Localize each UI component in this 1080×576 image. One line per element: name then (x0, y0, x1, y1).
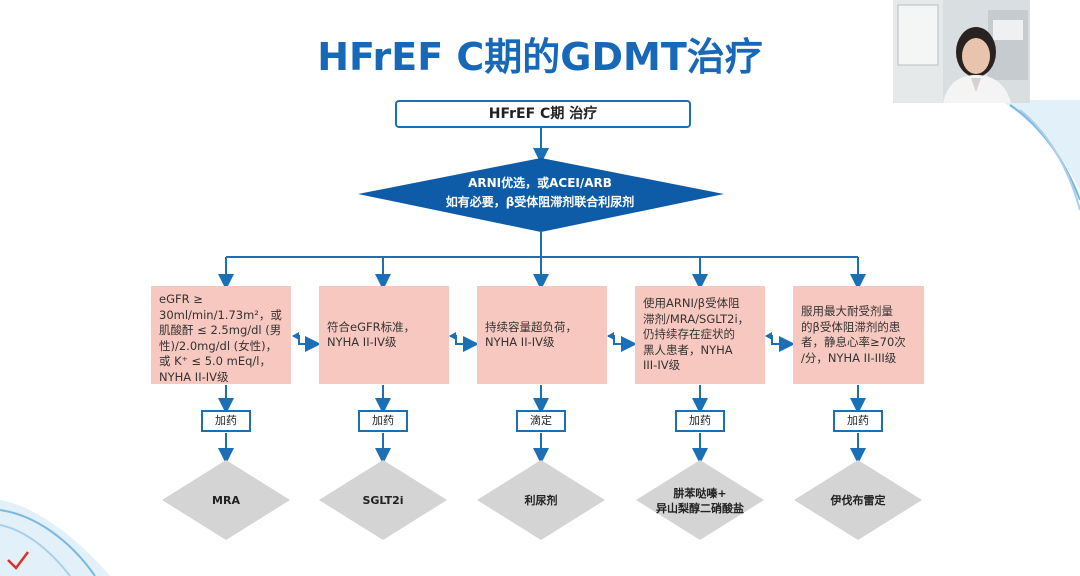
action-box-4: 加药 (675, 410, 725, 432)
drug-diamond-3 (477, 460, 605, 540)
drug-label-2: SGLT2i (323, 493, 443, 508)
down-arrows (218, 385, 866, 464)
condition-5-line-1: 服用最大耐受剂量 (801, 304, 893, 318)
drug-label-3: 利尿剂 (481, 493, 601, 508)
condition-4-line-3: 仍持续存在症状的 (643, 327, 735, 342)
drug-diamond-5 (794, 460, 922, 540)
condition-4-line-4: 黑人患者，NYHA (643, 342, 733, 357)
drug-label-1: MRA (166, 493, 286, 508)
condition-2-line-2: NYHA II-IV级 (327, 335, 397, 349)
condition-5-line-2: 的β受体阻滞剂的患 (801, 319, 901, 334)
top-box: HFrEF C期 治疗 (395, 100, 691, 128)
condition-box-1: eGFR ≥ 30ml/min/1.73m²，或 肌酸酐 ≤ 2.5mg/dl … (151, 286, 291, 384)
condition-1-line-2: 30ml/min/1.73m²，或 (159, 307, 282, 322)
condition-5-line-4: /分，NYHA II-III级 (801, 350, 897, 365)
drug-4-line-2: 异山梨醇二硝酸盐 (656, 502, 744, 515)
condition-box-2: 符合eGFR标准， NYHA II-IV级 (319, 286, 449, 384)
branch-arrows (218, 257, 866, 290)
condition-2-line-1: 符合eGFR标准， (327, 319, 416, 334)
condition-5-line-3: 者，静息心率≥70次 (801, 335, 906, 349)
condition-1-line-4: 性)/2.0mg/dl (女性)， (159, 338, 278, 353)
condition-box-5: 服用最大耐受剂量 的β受体阻滞剂的患 者，静息心率≥70次 /分，NYHA II… (793, 286, 924, 384)
webcam-feed (893, 0, 1030, 103)
condition-1-line-3: 肌酸酐 ≤ 2.5mg/dl (男 (159, 323, 282, 337)
condition-4-line-1: 使用ARNI/β受体阻 (643, 296, 740, 311)
backward-arrow-heads (292, 332, 772, 340)
drug-diamond-4 (636, 460, 764, 540)
decision-line-2: 如有必要，β受体阻滞剂联合利尿剂 (445, 195, 635, 209)
condition-1-line-6: NYHA II-IV级 (159, 369, 229, 384)
condition-box-4: 使用ARNI/β受体阻 滞剂/MRA/SGLT2i， 仍持续存在症状的 黑人患者… (635, 286, 765, 384)
drug-label-5: 伊伐布雷定 (798, 493, 918, 508)
drug-shapes (162, 460, 922, 540)
drug-diamond-2 (319, 460, 447, 540)
condition-4-line-5: III-IV级 (643, 358, 681, 373)
drug-5-line-1: 伊伐布雷定 (830, 494, 886, 507)
action-box-1: 加药 (201, 410, 251, 432)
drug-label-4: 肼苯哒嗪+ 异山梨醇二硝酸盐 (640, 486, 760, 516)
drug-diamond-1 (162, 460, 290, 540)
condition-box-3: 持续容量超负荷， NYHA II-IV级 (477, 286, 607, 384)
presenter-image (893, 0, 1030, 103)
decision-text: ARNI优选，或ACEI/ARB 如有必要，β受体阻滞剂联合利尿剂 (400, 174, 680, 212)
drug-3-line-1: 利尿剂 (524, 494, 558, 507)
drug-1-line-1: MRA (212, 494, 240, 507)
drug-2-line-1: SGLT2i (362, 494, 404, 507)
decision-line-1: ARNI优选，或ACEI/ARB (468, 176, 612, 190)
condition-1-line-5: 或 K⁺ ≤ 5.0 mEq/l， (159, 354, 271, 368)
condition-1-line-1: eGFR ≥ (159, 292, 203, 306)
decision-diamond (358, 158, 724, 232)
condition-4-line-2: 滞剂/MRA/SGLT2i， (643, 311, 750, 326)
condition-3-line-1: 持续容量超负荷， (485, 319, 577, 334)
slide-title: HFrEF C期的GDMT治疗 (317, 35, 763, 79)
action-box-2: 加药 (358, 410, 408, 432)
action-box-5: 加药 (833, 410, 883, 432)
drug-4-line-1: 肼苯哒嗪+ (673, 487, 727, 500)
action-box-3: 滴定 (516, 410, 566, 432)
condition-3-line-2: NYHA II-IV级 (485, 335, 555, 349)
